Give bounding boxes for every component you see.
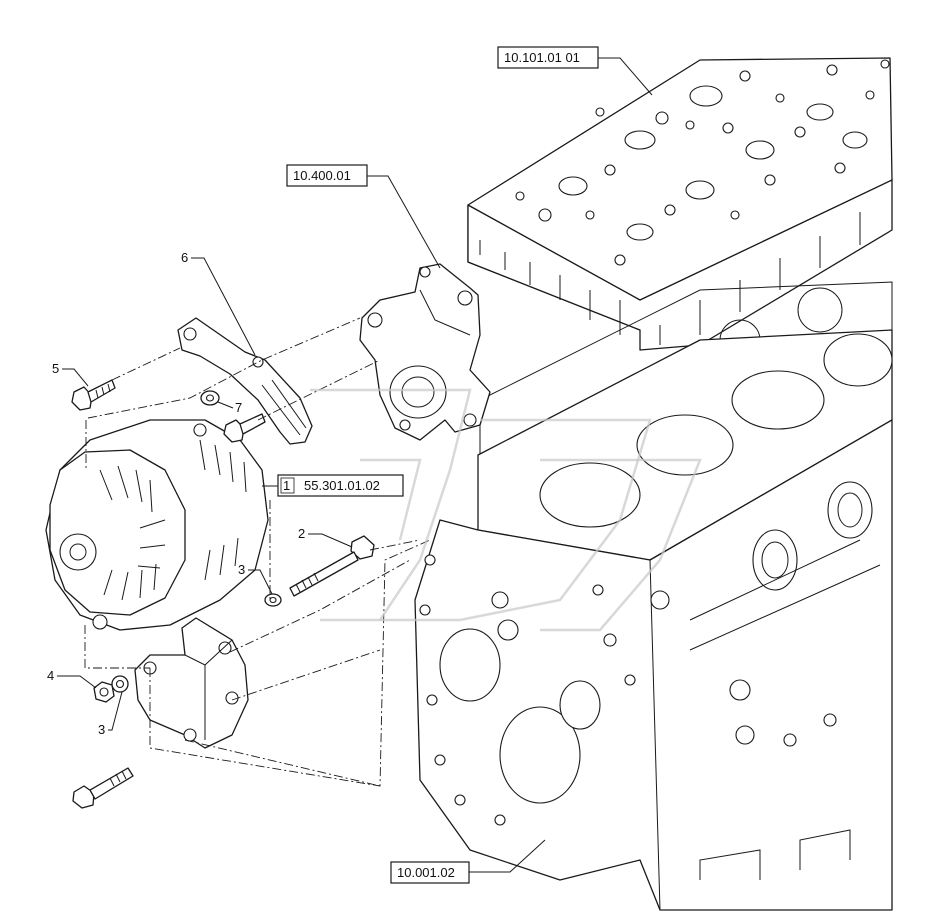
watermark-logo bbox=[310, 388, 702, 632]
block-side-bosses bbox=[439, 481, 873, 804]
callout-item-5-label: 5 bbox=[52, 361, 59, 376]
engine-block bbox=[414, 329, 893, 911]
callout-item-3-mid: 3 bbox=[238, 562, 273, 595]
ref-alternator[interactable]: 1 55.301.01.02 bbox=[262, 474, 404, 497]
callout-item-4: 4 bbox=[47, 668, 97, 689]
block-front-holes bbox=[419, 554, 636, 826]
callout-item-2: 2 bbox=[298, 526, 353, 548]
ref-engine-block[interactable]: 10.001.02 bbox=[390, 839, 546, 884]
assembly-dash-lines bbox=[84, 317, 431, 787]
alternator bbox=[45, 419, 269, 631]
ref-engine-block-label: 10.001.02 bbox=[397, 865, 455, 880]
callout-item-6: 6 bbox=[181, 250, 256, 356]
ref-alternator-qty: 1 bbox=[283, 478, 290, 493]
callout-item-7-label: 7 bbox=[235, 400, 242, 415]
callout-item-6-label: 6 bbox=[181, 250, 188, 265]
callout-item-3-lower-label: 3 bbox=[98, 722, 105, 737]
callout-item-5: 5 bbox=[52, 361, 89, 387]
callout-item-2-label: 2 bbox=[298, 526, 305, 541]
alternator-cooling-slots bbox=[99, 465, 166, 601]
ref-water-pump[interactable]: 10.400.01 bbox=[286, 164, 441, 269]
lower-bolt bbox=[72, 767, 134, 809]
washer-item-3-lower bbox=[111, 675, 129, 693]
upper-screw-item-5 bbox=[71, 379, 116, 411]
alternator-rear-fins bbox=[199, 439, 247, 581]
callout-item-4-label: 4 bbox=[47, 668, 54, 683]
ref-alternator-label: 55.301.01.02 bbox=[304, 478, 380, 493]
callout-item-3-mid-label: 3 bbox=[238, 562, 245, 577]
callout-item-3-lower: 3 bbox=[98, 691, 123, 737]
bracket-strap bbox=[177, 317, 313, 445]
cylinder-head-holes bbox=[515, 59, 890, 266]
bracket-screw bbox=[223, 413, 266, 443]
lower-mounting-bracket bbox=[134, 617, 249, 749]
washer-item-3-mid bbox=[264, 593, 282, 607]
ref-water-pump-label: 10.400.01 bbox=[293, 168, 351, 183]
ref-cylinder-head[interactable]: 10.101.01 01 bbox=[497, 46, 653, 96]
cylinder-head-side-ribs bbox=[479, 212, 861, 345]
washer-item-7 bbox=[200, 390, 220, 406]
ref-cylinder-head-label: 10.101.01 01 bbox=[504, 50, 580, 65]
callout-item-7: 7 bbox=[217, 400, 242, 415]
cylinder-head bbox=[467, 57, 893, 351]
water-pump bbox=[359, 263, 491, 441]
nut-item-4 bbox=[93, 681, 115, 703]
long-bolt-item-2 bbox=[289, 535, 375, 597]
